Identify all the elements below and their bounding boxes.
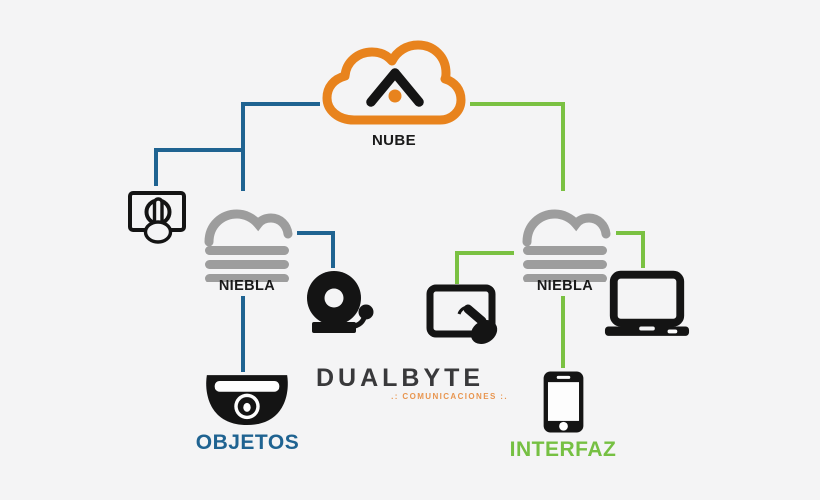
- node-niebla-right: [515, 194, 615, 282]
- laptop-icon: [603, 270, 691, 342]
- cloud-nube-icon: [322, 40, 466, 125]
- dome-camera-icon: [200, 374, 294, 429]
- fog-cloud-icon: [204, 209, 293, 282]
- smartphone-icon: [541, 370, 586, 434]
- touchscreen-button-icon: [127, 186, 187, 244]
- connector-branch-to-touchscreen: [154, 148, 243, 186]
- node-niebla-left: [197, 194, 297, 282]
- dualbyte-logo-mark-icon: [366, 68, 424, 107]
- connector-nube-to-niebla-left: [241, 102, 320, 191]
- connector-niebla-right-to-tablet: [455, 251, 514, 284]
- label-interfaz: INTERFAZ: [509, 438, 617, 461]
- tablet-touch-icon: [426, 284, 504, 350]
- brand-tagline: .: COMUNICACIONES :.: [391, 392, 508, 401]
- connector-nube-to-niebla-right: [470, 102, 565, 191]
- brand-name: DUALBYTE: [316, 364, 485, 392]
- dualbyte-brand: DUALBYTE .: COMUNICACIONES :.: [316, 364, 508, 402]
- label-nube: NUBE: [371, 132, 417, 149]
- fog-cloud-icon: [522, 209, 611, 282]
- connector-niebla-left-to-bell: [297, 231, 335, 268]
- label-niebla-left: NIEBLA: [218, 278, 276, 294]
- alarm-bell-icon: [304, 270, 376, 334]
- node-nube: [318, 40, 470, 128]
- label-niebla-right: NIEBLA: [536, 278, 594, 294]
- label-objetos: OBJETOS: [195, 431, 300, 454]
- connector-niebla-right-to-laptop: [616, 231, 645, 268]
